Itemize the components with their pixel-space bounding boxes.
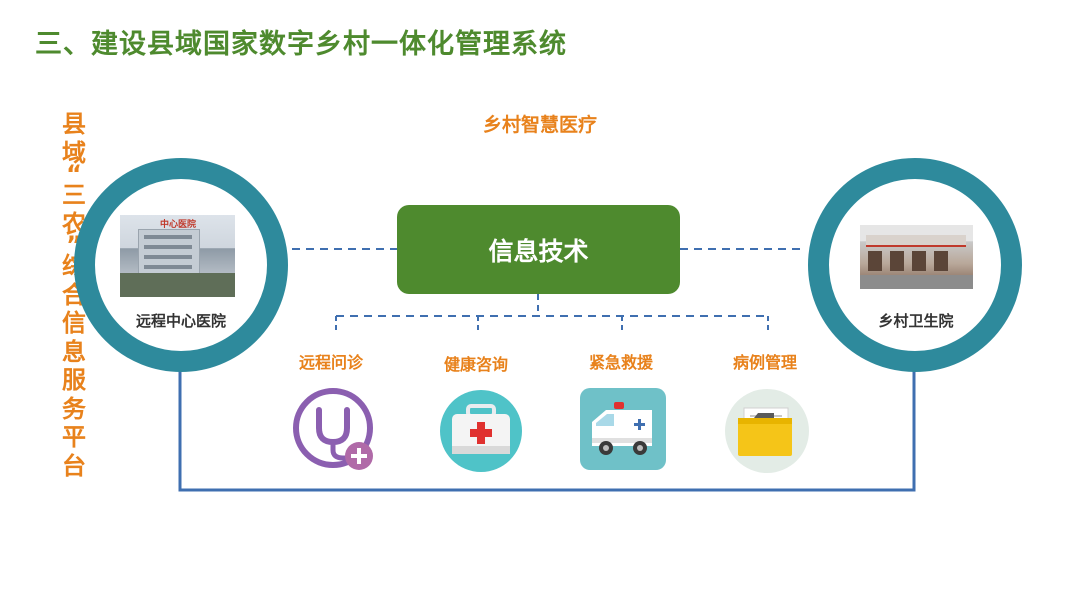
first-aid-kit-icon — [440, 390, 522, 472]
service-label-case-management: 病例管理 — [732, 353, 797, 372]
service-label-emergency: 紧急救援 — [588, 353, 653, 372]
stethoscope-icon — [293, 388, 373, 470]
hospital-sign: 中心医院 — [160, 220, 197, 230]
slide-title: 三、建设县域国家数字乡村一体化管理系统 — [35, 29, 567, 60]
ambulance-icon — [580, 388, 666, 470]
folder-icon — [725, 389, 809, 473]
info-tech-box: 信息技术 — [397, 205, 680, 294]
service-label-health-consult: 健康咨询 — [443, 355, 508, 374]
service-label-remote-consult: 远程问诊 — [298, 353, 363, 372]
clinic-photo — [860, 225, 973, 289]
slide-subtitle: 乡村智慧医疗 — [482, 114, 597, 136]
hospital-photo: 中心医院 — [120, 215, 235, 297]
left-node-label: 远程中心医院 — [135, 312, 226, 330]
right-node-label: 乡村卫生院 — [878, 312, 954, 330]
